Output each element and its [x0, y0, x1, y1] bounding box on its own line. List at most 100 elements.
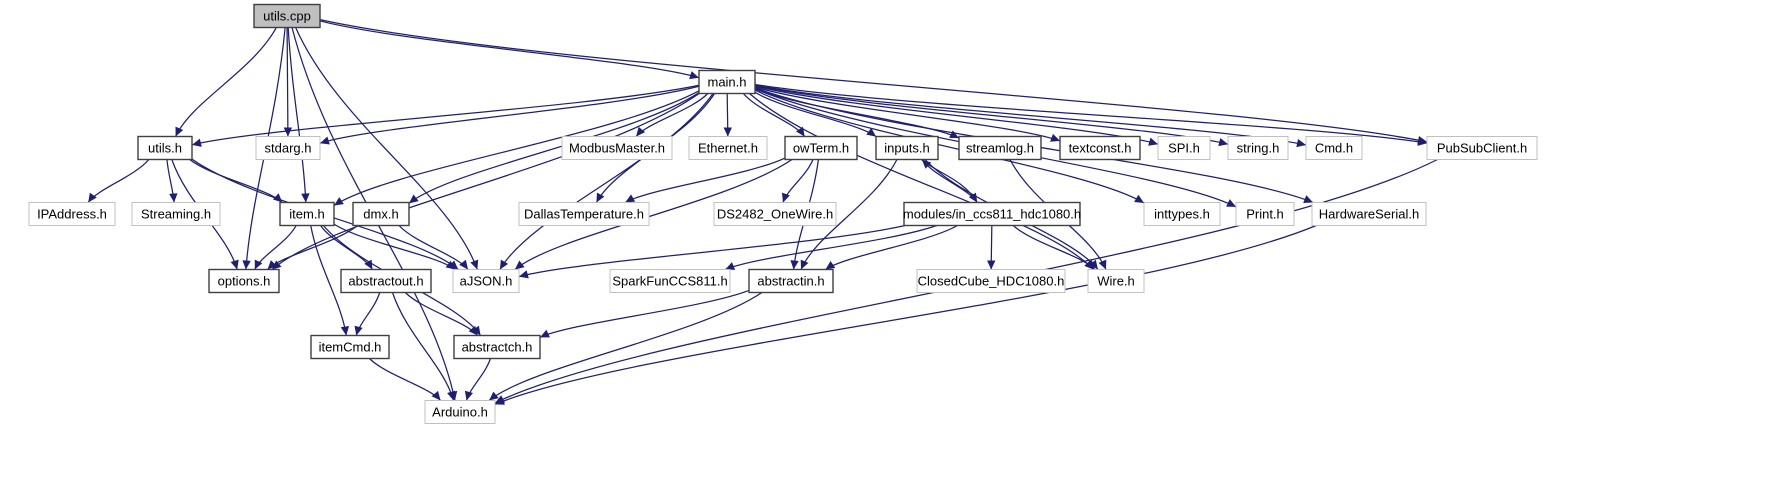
node-abstractch_h[interactable]: abstractch.h [453, 334, 541, 360]
edge-arrowhead [495, 397, 505, 405]
node-main_h[interactable]: main.h [698, 69, 756, 95]
edge-main_h-to-ajson_h [499, 93, 714, 270]
edge-main_h-to-string_h [754, 84, 1229, 145]
node-abstractout_h[interactable]: abstractout.h [340, 268, 432, 294]
edge-arrowhead [192, 138, 202, 147]
node-streaming_h: Streaming.h [131, 202, 221, 226]
node-textconst_h[interactable]: textconst.h [1059, 135, 1141, 161]
node-inputs_h[interactable]: inputs.h [875, 135, 939, 161]
edge-arrowhead [921, 159, 932, 169]
node-box-streamlog_h[interactable] [958, 135, 1042, 161]
edge-arrowhead [1134, 194, 1144, 203]
node-spi_h: SPI.h [1157, 136, 1211, 160]
edge-arrowhead [596, 192, 605, 203]
node-utils_h[interactable]: utils.h [137, 135, 193, 161]
node-modbusmaster_h: ModbusMaster.h [561, 136, 673, 160]
node-utils_cpp[interactable]: utils.cpp [253, 3, 321, 29]
edge-arrowhead [1050, 133, 1060, 142]
node-abstractin_h[interactable]: abstractin.h [748, 268, 834, 294]
node-box-arduino_h [424, 400, 496, 424]
node-cmd_h: Cmd.h [1305, 136, 1363, 160]
node-item_h[interactable]: item.h [279, 201, 335, 227]
edge-arrowhead [1089, 259, 1098, 270]
node-options_h[interactable]: options.h [208, 268, 280, 294]
edge-arrowhead [175, 126, 184, 137]
node-in_ccs811_h[interactable]: modules/in_ccs811_hdc1080.h [903, 201, 1081, 227]
node-box-dmx_h[interactable] [352, 201, 410, 227]
node-streamlog_h[interactable]: streamlog.h [958, 135, 1042, 161]
node-dmx_h[interactable]: dmx.h [352, 201, 410, 227]
edge-owterm_h-to-dallastemp_h [624, 157, 786, 204]
edge-arrowhead [949, 130, 959, 139]
edge-abstractout_h-to-arduino_h [391, 292, 455, 401]
node-box-inttypes_h [1143, 202, 1221, 226]
node-box-abstractch_h[interactable] [453, 334, 541, 360]
edge-arrowhead [464, 390, 473, 401]
edge-main_h-to-textconst_h [754, 86, 1061, 142]
node-box-main_h[interactable] [698, 69, 756, 95]
edge-arrowhead [636, 126, 646, 137]
node-box-itemcmd_h[interactable] [310, 334, 390, 360]
node-ds2482_h: DS2482_OneWire.h [713, 202, 837, 226]
edge-arrowhead [271, 260, 282, 270]
edge-main_h-to-streamlog_h [754, 88, 960, 139]
edge-main_h-to-stdarg_h [319, 85, 700, 144]
node-box-ajson_h [452, 269, 520, 293]
node-box-options_h[interactable] [208, 268, 280, 294]
edge-arrowhead [431, 390, 441, 401]
edge-arrowhead [267, 260, 277, 270]
edge-arrowhead [625, 194, 636, 203]
edge-arrowhead [987, 260, 996, 270]
node-pubsubclient_h: PubSubClient.h [1426, 136, 1538, 160]
node-box-abstractin_h[interactable] [748, 268, 834, 294]
edge-arrowhead [459, 259, 468, 270]
node-box-owterm_h[interactable] [784, 135, 858, 161]
node-box-in_ccs811_h[interactable] [903, 201, 1081, 227]
node-box-cmd_h [1305, 136, 1363, 160]
node-box-utils_h[interactable] [137, 135, 193, 161]
edge-main_h-to-hardwareserial_h [754, 87, 1314, 204]
node-ethernet_h: Ethernet.h [688, 136, 768, 160]
edge-main_h-to-utils_h [191, 84, 700, 146]
edge-in_ccs811_h-to-abstractin_h [825, 224, 958, 271]
node-stdarg_h: stdarg.h [255, 136, 321, 160]
edge-in_ccs811_h-to-wire_h [1012, 225, 1096, 270]
node-box-utils_cpp[interactable] [253, 3, 321, 29]
node-box-pubsubclient_h [1426, 136, 1538, 160]
edge-abstractin_h-to-arduino_h [488, 291, 763, 401]
edge-arrowhead [866, 127, 876, 137]
node-box-ethernet_h [688, 136, 768, 160]
edge-main_h-to-item_h [333, 90, 700, 207]
edge-arrowhead [790, 260, 799, 270]
node-box-stdarg_h [255, 136, 321, 160]
edge-arrowhead [689, 71, 699, 80]
node-owterm_h[interactable]: owTerm.h [784, 135, 858, 161]
node-box-sparkfunccs811_h [609, 269, 731, 293]
node-box-textconst_h[interactable] [1059, 135, 1141, 161]
edge-arrowhead [320, 136, 330, 145]
node-box-abstractout_h[interactable] [340, 268, 432, 294]
node-hardwareserial_h: HardwareSerial.h [1311, 202, 1427, 226]
node-inttypes_h: inttypes.h [1143, 202, 1221, 226]
edge-main_h-to-wire_h [749, 93, 1094, 270]
edge-arrowhead [1226, 199, 1236, 207]
edge-main_h-to-inputs_h [754, 91, 877, 138]
edge-arrowhead [1296, 138, 1306, 148]
edge-arrowhead [800, 259, 809, 270]
node-arduino_h: Arduino.h [424, 400, 496, 424]
edge-arrowhead [470, 259, 479, 270]
node-box-inputs_h[interactable] [875, 135, 939, 161]
edge-utils_cpp-to-ajson_h [295, 27, 478, 270]
node-box-item_h[interactable] [279, 201, 335, 227]
edge-main_h-to-pubsubclient_h [754, 83, 1428, 144]
node-box-spi_h [1157, 136, 1211, 160]
edge-arrowhead [1148, 137, 1158, 146]
edge-in_ccs811_h-to-sparkfunccs811_h [725, 224, 937, 271]
node-itemcmd_h[interactable]: itemCmd.h [310, 334, 390, 360]
node-box-string_h [1227, 136, 1289, 160]
edge-arrowhead [1085, 260, 1095, 270]
edge-utils_h-to-ipaddress_h [87, 159, 150, 203]
edge-utils_cpp-to-item_h [287, 27, 307, 203]
edge-arrowhead [230, 259, 239, 270]
